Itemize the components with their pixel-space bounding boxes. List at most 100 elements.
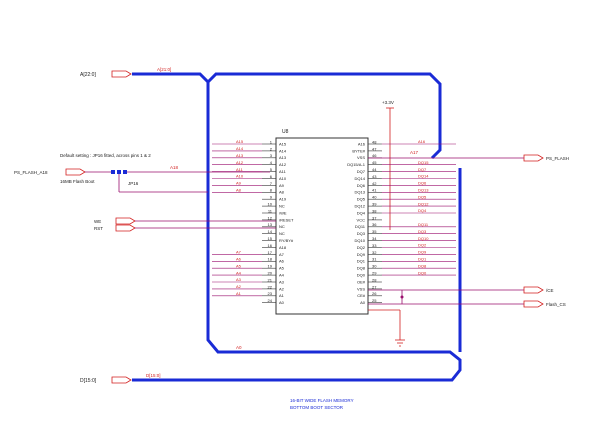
pin-name: A3 [279, 279, 285, 284]
pin-number: 36 [372, 222, 377, 227]
jumper-jp16[interactable]: JP16 A18 [111, 165, 270, 193]
chip-ref-label: U8 [282, 129, 289, 135]
pin-name: A0 [360, 300, 366, 305]
pin-number: 34 [372, 236, 377, 241]
pin-name: A8 [279, 190, 285, 195]
net-label: DQ12 [418, 201, 429, 206]
pin-number: 28 [372, 277, 377, 282]
pin-name: A0 [279, 300, 285, 305]
pin-name: A7 [279, 252, 285, 257]
a17-wire-label: A17 [410, 150, 419, 155]
pin-name: BYTE# [352, 148, 365, 153]
pin-number: 39 [372, 202, 377, 207]
net-label: A4 [236, 270, 242, 275]
pin-name: DQ10 [355, 238, 366, 243]
a18-wire-label: A18 [170, 165, 179, 170]
net-label: A9 [236, 181, 242, 186]
flash-chip-body [275, 137, 369, 315]
pin-name: DQ5 [357, 197, 366, 202]
net-label: A7 [236, 250, 242, 255]
pin-number: 41 [372, 188, 377, 193]
pin-number: 30 [372, 264, 377, 269]
pin-number: 23 [268, 291, 273, 296]
pin-number: 42 [372, 181, 377, 186]
net-label: A12 [236, 160, 244, 165]
port-reset[interactable]: RST [94, 224, 276, 232]
pin-name: DQ14 [355, 176, 366, 181]
pin-name: DQ0 [357, 273, 366, 278]
pin-number: 43 [372, 174, 377, 179]
pin-number: 46 [372, 153, 377, 158]
vcc-label: +3.3V [382, 100, 394, 105]
ground-symbol [368, 309, 405, 347]
pin-number: 2 [270, 146, 273, 151]
pin-number: 25 [372, 298, 377, 303]
net-label: A10 [236, 174, 244, 179]
pin-name: A11 [279, 169, 287, 174]
pin-number: 26 [372, 291, 377, 296]
net-label: A2 [236, 284, 242, 289]
port-pf-flash[interactable]: PS_FLASH A17 [368, 150, 569, 162]
left-pin-11: 11/WE [262, 208, 287, 215]
boot-label: 16MB Flash Boot [60, 179, 95, 184]
pin-name: A1 [279, 293, 285, 298]
pin-number: 33 [372, 243, 377, 248]
port-reset-label: RST [94, 226, 103, 231]
left-pin-16: 16 A18 [262, 243, 287, 250]
net-label: DQ9 [418, 250, 427, 255]
pin-name: /RESET [279, 217, 294, 222]
port-addr-in[interactable]: A[22:0] A[21:0] [80, 67, 171, 78]
pin-number: 45 [372, 160, 377, 165]
net-label: A13 [236, 153, 244, 158]
addr-bus-label: A[21:0] [157, 67, 171, 72]
pin-number: 47 [372, 146, 377, 151]
pin-number: 20 [268, 271, 273, 276]
pin-name: A4 [279, 273, 285, 278]
pin-number: 16 [268, 243, 273, 248]
pin-name: RY/BY# [279, 238, 294, 243]
pin-name: A18 [279, 245, 287, 250]
port-pf-flash-a18[interactable]: PS_FLASH_A18 [14, 168, 112, 176]
pin-number: 13 [268, 222, 273, 227]
port-flash-ce[interactable]: Flash_CS [368, 300, 566, 308]
pin-number: 14 [268, 229, 273, 234]
pin-number: 18 [268, 257, 273, 262]
port-data-out[interactable]: D[15:0] D[15:0] [80, 373, 161, 384]
pin-name: A14 [279, 148, 287, 153]
net-label: DQ10 [418, 236, 429, 241]
net-label: A11 [236, 167, 244, 172]
port-addr-in-label: A[22:0] [80, 72, 96, 78]
port-we-label: WE [94, 219, 101, 224]
pin-name: NC [279, 204, 285, 209]
data-bus-label: D[15:0] [146, 373, 161, 378]
pin-name: /WE [279, 210, 287, 215]
port-we[interactable]: WE [94, 217, 276, 225]
port-flash-ce-label: Flash_CS [546, 302, 566, 307]
a0-wire-label: A0 [236, 345, 242, 350]
pin-name: VSS [357, 286, 365, 291]
pin-number: 19 [268, 264, 273, 269]
port-ce[interactable]: /CE [368, 286, 554, 294]
